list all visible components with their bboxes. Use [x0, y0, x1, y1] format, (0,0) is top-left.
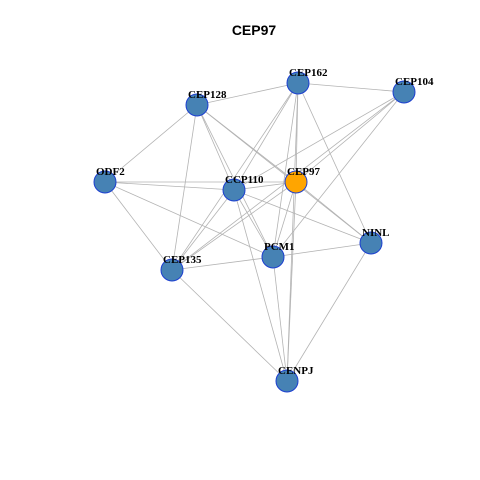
- edge-cep162-pcm1: [272, 82, 299, 258]
- edge-odf2-cep135: [104, 181, 173, 271]
- edge-cep162-cep135: [171, 82, 299, 271]
- edge-cep135-cenpj: [171, 269, 288, 382]
- edge-cep128-ninl: [196, 104, 372, 244]
- node-cep128: [185, 93, 209, 117]
- edge-cep162-ccp110: [233, 82, 299, 191]
- edge-cep97-pcm1: [272, 181, 297, 258]
- edge-cep104-ccp110: [233, 91, 405, 191]
- node-label-pcm1: PCM1: [264, 241, 295, 253]
- node-cep97: [284, 170, 308, 194]
- edge-cep104-cep97: [295, 91, 405, 183]
- edge-pcm1-ninl: [272, 242, 372, 258]
- node-ninl: [359, 231, 383, 255]
- node-cep162: [286, 71, 310, 95]
- node-odf2: [93, 170, 117, 194]
- node-pcm1: [261, 245, 285, 269]
- node-cep104: [392, 80, 416, 104]
- edge-ccp110-pcm1: [233, 189, 274, 258]
- edge-pcm1-cep135: [171, 256, 274, 271]
- graph-title: CEP97: [232, 22, 277, 38]
- edge-ccp110-cenpj: [233, 189, 288, 382]
- node-label-cep135: CEP135: [163, 254, 202, 266]
- node-label-cep104: CEP104: [395, 76, 434, 88]
- edge-cep128-cep162: [196, 82, 299, 106]
- edge-cep97-cenpj: [286, 181, 297, 382]
- node-label-ninl: NINL: [362, 227, 390, 239]
- edge-cep128-ccp110: [196, 104, 235, 191]
- edge-ninl-cenpj: [286, 242, 372, 382]
- edges-layer: [104, 82, 405, 382]
- edge-ccp110-cep135: [171, 189, 235, 271]
- node-cep135: [160, 258, 184, 282]
- edge-odf2-pcm1: [104, 181, 274, 258]
- node-cenpj: [275, 369, 299, 393]
- node-label-cep97: CEP97: [287, 166, 321, 178]
- node-ccp110: [222, 178, 246, 202]
- edge-cep128-odf2: [104, 104, 198, 183]
- edge-odf2-ccp110: [104, 181, 235, 191]
- node-label-ccp110: CCP110: [225, 174, 264, 186]
- edge-ccp110-ninl: [233, 189, 372, 244]
- edge-pcm1-cenpj: [272, 256, 288, 382]
- edge-cep97-ninl: [295, 181, 372, 244]
- node-label-cep162: CEP162: [289, 67, 328, 79]
- node-label-cenpj: CENPJ: [278, 365, 314, 377]
- node-label-cep128: CEP128: [188, 89, 227, 101]
- edge-cep162-ninl: [297, 82, 372, 244]
- edge-cep162-cep104: [297, 82, 405, 93]
- nodes-layer: [93, 71, 416, 393]
- node-label-odf2: ODF2: [96, 166, 125, 178]
- edge-cep97-cep135: [171, 181, 297, 271]
- edge-cep128-cep135: [171, 104, 198, 271]
- edge-cep104-pcm1: [272, 91, 405, 258]
